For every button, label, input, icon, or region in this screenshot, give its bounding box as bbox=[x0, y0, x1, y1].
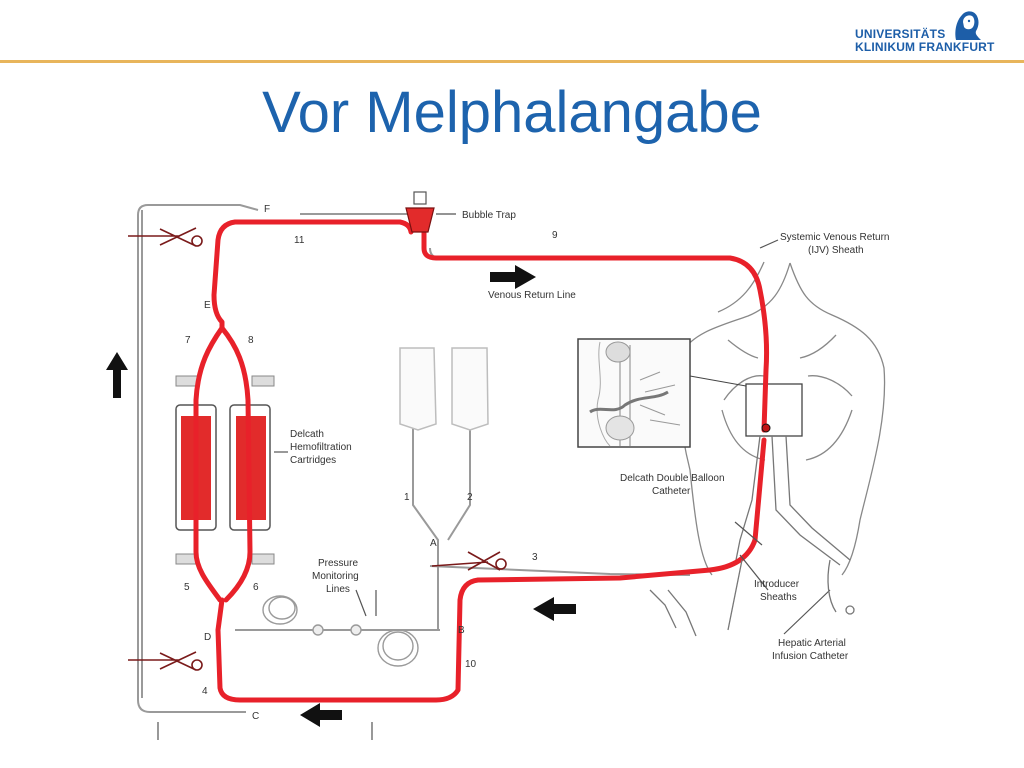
marker-b: B bbox=[458, 625, 465, 636]
venous-return-label: Venous Return Line bbox=[488, 290, 576, 301]
bubble-trap-label: Bubble Trap bbox=[462, 210, 516, 221]
arrow-left-icon bbox=[300, 703, 342, 727]
arrow-left-icon bbox=[533, 597, 576, 621]
diagram-labels: Bubble Trap Venous Return Line Systemic … bbox=[290, 210, 890, 662]
arrow-right-icon bbox=[490, 265, 536, 289]
logo-line-2: KLINIKUM FRANKFURT bbox=[855, 40, 995, 54]
flow-arrows bbox=[106, 265, 576, 727]
pointer-arrows bbox=[157, 213, 831, 740]
systemic-return-label-1: Systemic Venous Return bbox=[780, 232, 890, 243]
clamp-icon bbox=[128, 227, 507, 671]
marker-1: 1 bbox=[404, 492, 410, 503]
arrow-up-icon bbox=[106, 352, 128, 398]
pressure-label-3: Lines bbox=[326, 584, 350, 595]
logo-line-1: UNIVERSITÄTS bbox=[855, 27, 946, 41]
coil-icon bbox=[262, 595, 419, 667]
marker-6: 6 bbox=[253, 582, 259, 593]
balloon-label-2: Catheter bbox=[652, 486, 691, 497]
marker-5: 5 bbox=[184, 582, 190, 593]
hemofiltration-cartridges bbox=[175, 375, 275, 565]
introducer-label-1: Introducer bbox=[754, 579, 800, 590]
marker-11: 11 bbox=[294, 235, 305, 246]
catheter-detail-icon bbox=[577, 338, 691, 448]
saline-bag-icon bbox=[399, 347, 489, 431]
introducer-label-2: Sheaths bbox=[760, 592, 797, 603]
systemic-return-label-2: (IJV) Sheath bbox=[808, 245, 864, 256]
goethe-portrait-icon bbox=[955, 11, 981, 40]
inset-connector bbox=[689, 375, 747, 387]
blood-flow-path bbox=[193, 219, 770, 703]
marker-7: 7 bbox=[185, 335, 191, 346]
marker-2: 2 bbox=[467, 492, 473, 503]
aorta-vessels bbox=[735, 435, 851, 566]
diagram-markers: A B C D E F 1 2 3 4 5 6 7 8 9 10 11 bbox=[184, 204, 558, 722]
marker-d: D bbox=[204, 632, 211, 643]
marker-3: 3 bbox=[532, 552, 538, 563]
marker-8: 8 bbox=[248, 335, 254, 346]
grey-tubing bbox=[137, 204, 691, 713]
marker-f: F bbox=[264, 204, 270, 215]
university-logo: UNIVERSITÄTS KLINIKUM FRANKFURT bbox=[855, 6, 995, 58]
hepatic-catheter bbox=[649, 559, 855, 637]
marker-e: E bbox=[204, 300, 211, 311]
balloon-label-1: Delcath Double Balloon bbox=[620, 473, 725, 484]
hepatic-label-2: Infusion Catheter bbox=[772, 651, 849, 662]
cartridges-label-3: Cartridges bbox=[290, 455, 336, 466]
heart-inset-box bbox=[745, 383, 803, 437]
pressure-label-1: Pressure bbox=[318, 558, 358, 569]
torso-icon bbox=[677, 261, 886, 576]
marker-a: A bbox=[430, 538, 437, 549]
marker-9: 9 bbox=[552, 230, 558, 241]
cartridges-label-1: Delcath bbox=[290, 429, 324, 440]
balloon-marker-dot bbox=[761, 423, 771, 433]
marker-c: C bbox=[252, 711, 259, 722]
marker-4: 4 bbox=[202, 686, 208, 697]
slide-title: Vor Melphalangabe bbox=[262, 80, 762, 145]
hepatic-label-1: Hepatic Arterial bbox=[778, 638, 846, 649]
bubble-trap-icon bbox=[405, 191, 435, 233]
marker-10: 10 bbox=[465, 659, 477, 670]
header-rule bbox=[0, 60, 1024, 63]
pressure-label-2: Monitoring bbox=[312, 571, 359, 582]
cartridges-label-2: Hemofiltration bbox=[290, 442, 352, 453]
